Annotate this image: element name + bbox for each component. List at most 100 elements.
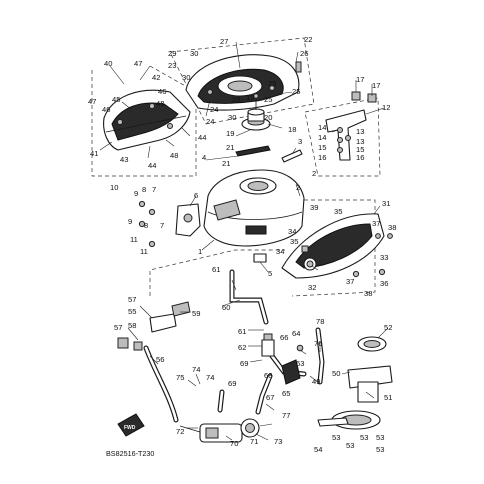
callout-15: 15: [356, 145, 364, 154]
callout-47: 47: [134, 59, 142, 68]
callout-17: 17: [372, 81, 380, 90]
callout-56: 56: [156, 355, 164, 364]
callout-29: 29: [168, 49, 176, 58]
callout-8: 8: [142, 185, 146, 194]
callout-21: 21: [226, 143, 234, 152]
callout-9: 9: [128, 217, 132, 226]
callout-11: 11: [130, 235, 138, 244]
callout-51: 51: [384, 393, 392, 402]
callout-57: 57: [128, 295, 136, 304]
callout-30: 30: [228, 113, 236, 122]
callout-31: 31: [382, 199, 390, 208]
callout-53: 53: [376, 433, 384, 442]
callout-14: 14: [318, 123, 326, 132]
callout-53: 53: [332, 433, 340, 442]
callout-30: 30: [182, 73, 190, 82]
callout-19: 19: [246, 93, 254, 102]
callout-32: 32: [308, 283, 316, 292]
callout-25: 25: [264, 95, 272, 104]
callout-62: 62: [238, 343, 246, 352]
callout-43: 43: [120, 155, 128, 164]
fuel-cock: [138, 200, 201, 248]
callout-35: 35: [334, 207, 342, 216]
callout-38: 38: [364, 289, 372, 298]
callout-11: 11: [140, 247, 148, 256]
fuel-tank: [203, 169, 305, 263]
callout-53: 53: [360, 433, 368, 442]
callout-24: 24: [206, 117, 214, 126]
callout-2: 2: [312, 169, 316, 178]
callout-39: 39: [310, 203, 318, 212]
callout-1: 1: [198, 247, 202, 256]
callout-37: 37: [372, 219, 380, 228]
callout-75: 75: [176, 373, 184, 382]
callout-12: 12: [382, 103, 390, 112]
callout-63: 63: [296, 359, 304, 368]
callout-37: 37: [346, 277, 354, 286]
fuel-cap: [241, 93, 271, 131]
callout-53: 53: [346, 441, 354, 450]
fuel-hoses: [143, 269, 325, 423]
callout-76: 76: [314, 339, 322, 348]
callout-8: 8: [144, 221, 148, 230]
callout-16: 16: [356, 153, 364, 162]
callout-19: 19: [226, 129, 234, 138]
callout-50: 50: [332, 369, 340, 378]
callout-24: 24: [210, 105, 218, 114]
callout-42: 42: [152, 73, 160, 82]
callout-44: 44: [148, 161, 156, 170]
callout-69: 69: [228, 379, 236, 388]
callout-14: 14: [318, 133, 326, 142]
callout-44: 44: [198, 133, 206, 142]
callout-20: 20: [264, 113, 272, 122]
callout-40: 40: [104, 59, 112, 68]
callout-54: 54: [314, 445, 322, 454]
callout-45: 45: [112, 95, 120, 104]
callout-30: 30: [190, 49, 198, 58]
callout-59: 59: [192, 309, 200, 318]
callout-67: 67: [266, 393, 274, 402]
callout-73: 73: [274, 437, 282, 446]
rubber-strip-3: [281, 149, 303, 163]
leader-lines: [99, 41, 389, 441]
callout-46: 46: [158, 87, 166, 96]
callout-21: 21: [222, 159, 230, 168]
callout-66: 66: [280, 333, 288, 342]
tank-top-cover: [185, 54, 302, 111]
callout-61: 61: [238, 327, 246, 336]
callout-28: 28: [232, 95, 240, 104]
callout-34: 34: [288, 227, 296, 236]
callout-48: 48: [170, 151, 178, 160]
callout-43: 43: [156, 99, 164, 108]
callout-9: 9: [134, 189, 138, 198]
callout-41: 41: [90, 149, 98, 158]
callout-46: 46: [102, 105, 110, 114]
callout-22: 22: [304, 35, 312, 44]
callout-69: 69: [240, 359, 248, 368]
fuel-filter: [261, 333, 304, 385]
callout-58: 58: [128, 321, 136, 330]
breather-fitting: [117, 301, 191, 351]
callout-68: 68: [264, 371, 272, 380]
callout-36: 36: [380, 279, 388, 288]
callout-35: 35: [290, 237, 298, 246]
left-side-cover: [103, 89, 191, 151]
callout-33: 33: [380, 253, 388, 262]
callout-77: 77: [282, 411, 290, 420]
callout-64: 64: [292, 329, 300, 338]
callout-3: 3: [298, 137, 302, 146]
callout-2: 2: [296, 183, 300, 192]
group-box-side-panel: [276, 199, 376, 297]
callout-18: 18: [288, 125, 296, 134]
callout-47: 47: [88, 97, 96, 106]
callout-78: 78: [316, 317, 324, 326]
forward-direction-badge: FWD: [117, 413, 145, 437]
callout-13: 13: [356, 137, 364, 146]
callout-70: 70: [230, 439, 238, 448]
callout-4: 4: [202, 153, 206, 162]
callout-5: 5: [268, 269, 272, 278]
callout-72: 72: [176, 427, 184, 436]
callout-7: 7: [160, 221, 164, 230]
callout-25: 25: [268, 79, 276, 88]
